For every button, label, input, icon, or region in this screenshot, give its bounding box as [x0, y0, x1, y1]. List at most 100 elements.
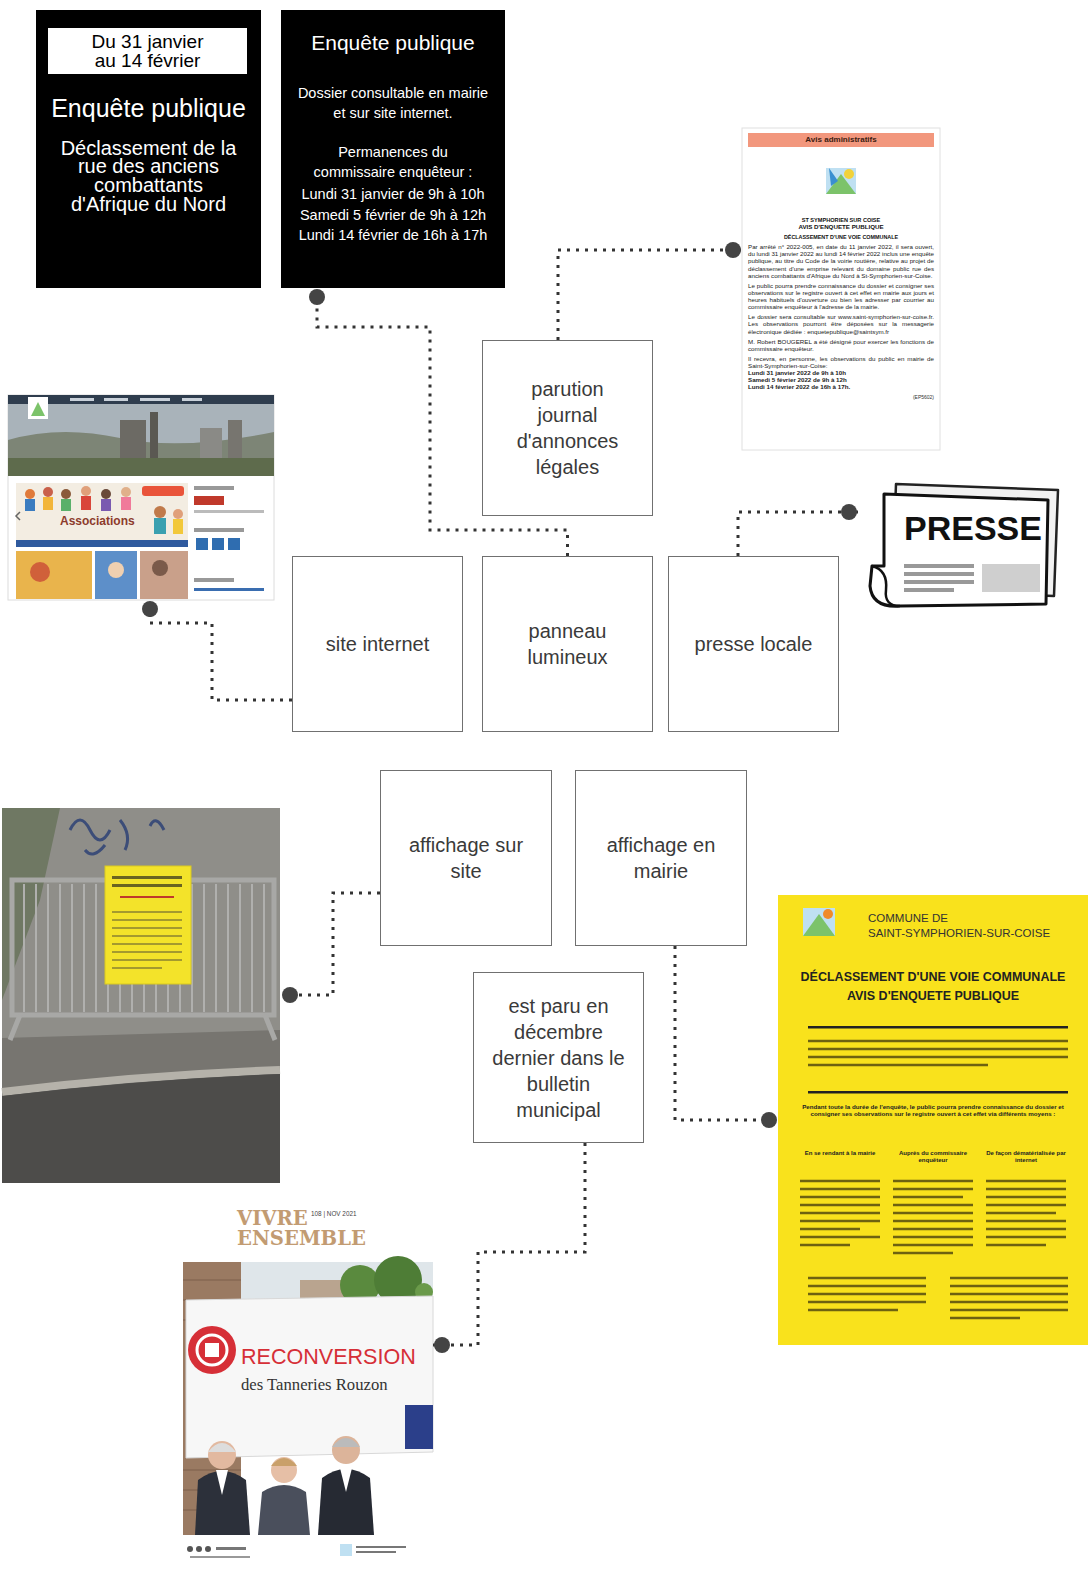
website-screenshot [8, 395, 274, 600]
poster-commune: SAINT-SYMPHORIEN-SUR-COISE [868, 927, 1050, 941]
process-box: affichage sur site [380, 770, 552, 946]
connector-dot [309, 289, 325, 305]
clipping-reference: (EP5602) [748, 394, 934, 400]
poster-part [808, 1091, 1068, 1094]
process-box: parution journal d'annonces légales [482, 340, 653, 516]
website-screenshot-part [81, 486, 91, 496]
website-screenshot-part [16, 483, 188, 540]
box-label: affichage sur site [396, 832, 536, 884]
slide-text: Permanences du commissaire enquêteur : [303, 142, 483, 182]
town-logo-part [826, 168, 856, 194]
website-screenshot-part [194, 496, 224, 505]
website-screenshot-part [43, 497, 53, 510]
magazine-cover-part [332, 1436, 360, 1464]
notice-schedule: Lundi 31 janvier 2022 de 9h à 10h [748, 369, 934, 376]
process-box: est paru en décembre dernier dans le bul… [473, 972, 644, 1143]
process-box: site internet [292, 556, 463, 732]
leader-line [282, 893, 380, 1003]
poster-intro: Pendant toute la durée de l'enquête, le … [800, 1103, 1066, 1118]
box-label: presse locale [684, 631, 824, 657]
magazine-cover-part [196, 1546, 202, 1552]
website-screenshot-part [30, 562, 50, 582]
poster-part [803, 908, 835, 936]
dotted-connector [675, 946, 778, 1120]
poster-column-head: En se rendant à la mairie [800, 1150, 880, 1157]
leader-line-part [282, 987, 298, 1003]
newspaper-icon: PRESSE [858, 478, 1062, 614]
website-screenshot-part [154, 518, 166, 534]
website-screenshot-part [194, 510, 264, 513]
slide-text: Déclassement de la rue des anciens comba… [60, 139, 238, 213]
newspaper-icon-part [872, 566, 900, 606]
dotted-connector [558, 250, 742, 340]
website-banner-text: Associations [60, 514, 135, 528]
website-screenshot-part [108, 562, 124, 578]
banner-text: des Tanneries Rouzon [241, 1375, 388, 1394]
box-label: affichage en mairie [591, 832, 731, 884]
website-screenshot-part [61, 489, 71, 499]
magazine-cover-part [340, 1544, 352, 1556]
poster-part [800, 1181, 880, 1245]
site-photo-part [112, 884, 182, 887]
clipping-paper [742, 128, 940, 450]
website-screenshot-part [25, 489, 35, 499]
schedule-line: Lundi 14 février de 16h à 17h [285, 225, 501, 246]
date-box: Du 31 janvier au 14 février [48, 28, 247, 74]
banner-text: RECONVERSION [241, 1345, 416, 1370]
connector-dot [434, 1337, 450, 1353]
notice-text: Le dossier sera consultable sur www.sain… [748, 313, 934, 334]
magazine-cover-part [271, 1458, 297, 1466]
website-screenshot-part [25, 499, 35, 511]
magazine-cover-part [340, 1468, 352, 1492]
schedule-line: Samedi 5 février de 9h à 12h [285, 205, 501, 226]
town-logo-part [829, 168, 838, 186]
notice-schedule: Samedi 5 février 2022 de 9h à 12h [748, 376, 934, 383]
website-screenshot-part [228, 538, 240, 550]
magazine-cover-part [190, 1556, 250, 1558]
newspaper-icon-part [982, 564, 1040, 592]
website-screenshot-part [152, 560, 168, 576]
site-photo-part [112, 912, 182, 968]
website-screenshot: Associations [8, 395, 274, 600]
website-screenshot-part [196, 538, 208, 550]
site-photo-part [2, 1074, 280, 1183]
website-screenshot-part [121, 497, 131, 510]
connector-dot [841, 504, 857, 520]
magazine-cover-part [205, 1343, 219, 1357]
process-box: presse locale [668, 556, 839, 732]
clipping-heading: ST SYMPHORIEN SUR COISE [748, 217, 934, 224]
magazine-cover-part [197, 1335, 227, 1365]
website-screenshot-part [104, 398, 128, 401]
magazine-cover-part [332, 1438, 360, 1447]
magazine-cover-part [356, 1551, 396, 1553]
website-screenshot-part [228, 420, 242, 464]
website-screenshot-part [16, 551, 92, 599]
announcement-slide: Enquête publiqueDéclassement de la rue d… [36, 10, 261, 288]
box-label: parution journal d'annonces légales [508, 376, 628, 480]
town-logo-part [844, 169, 854, 179]
process-box: affichage en mairie [575, 770, 747, 946]
magazine-cover-part [208, 1441, 236, 1469]
dotted-connector [738, 512, 858, 556]
magazine-cover-part [271, 1457, 297, 1483]
website-screenshot-part [16, 540, 188, 547]
box-label: est paru en décembre dernier dans le bul… [489, 993, 629, 1123]
process-box: panneau lumineux [482, 556, 653, 732]
website-screenshot-part [194, 528, 244, 532]
magazine-cover: VIVRE ENSEMBLE108 | NOV 2021RECONVERSION… [183, 1205, 433, 1565]
website-screenshot-part [61, 499, 71, 511]
magazine-issue: 108 | NOV 2021 [311, 1210, 357, 1218]
site-photo-part [2, 808, 280, 1183]
website-screenshot-part [8, 395, 274, 600]
site-photo-part [2, 808, 280, 1040]
magazine-cover-part [208, 1443, 236, 1452]
website-screenshot-part [81, 496, 91, 510]
website-screenshot-part [173, 509, 183, 519]
website-screenshot-part [154, 506, 166, 518]
poster-part [808, 1278, 1068, 1318]
newspaper-icon-part [870, 494, 1048, 606]
magazine-cover-part [187, 1546, 193, 1552]
poster-part [778, 895, 1088, 1345]
poster-part [808, 1026, 1068, 1029]
magazine-cover-part [183, 1535, 433, 1565]
